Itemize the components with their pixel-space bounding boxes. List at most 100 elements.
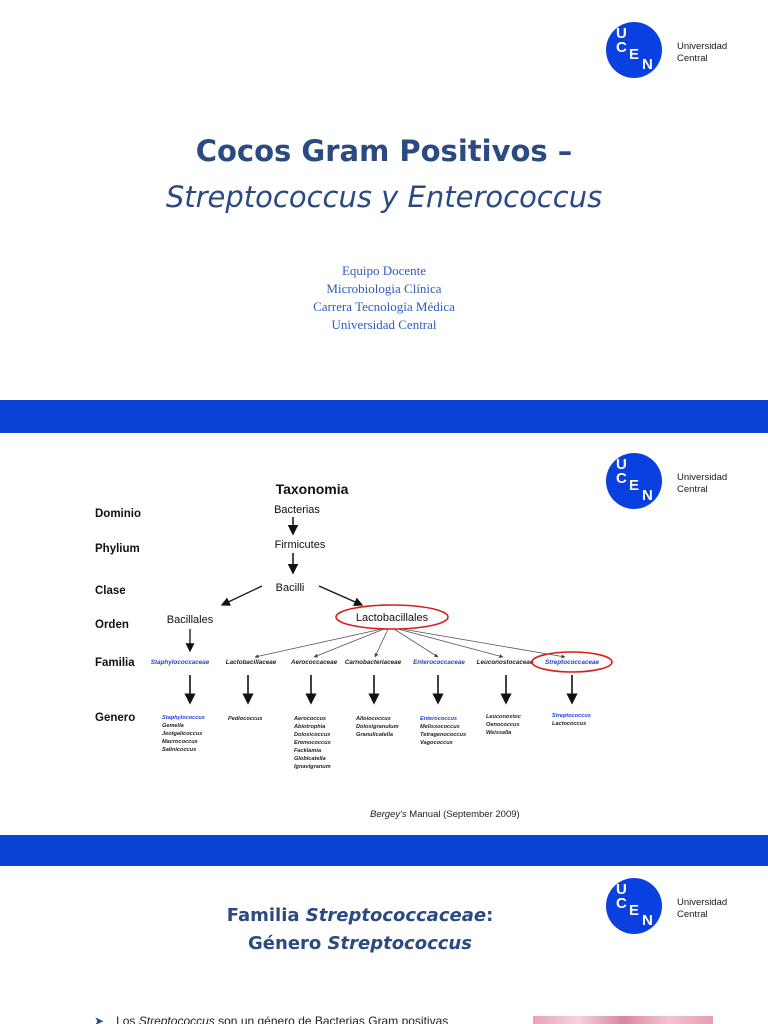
logo-wordmark: Universidad Central xyxy=(677,472,727,495)
node-firmicutes: Firmicutes xyxy=(275,539,326,551)
genus-granulicatella: Granulicatella xyxy=(356,732,393,738)
genus-ignavigranum: Ignavigranum xyxy=(294,764,331,770)
genus-jeotgalicoccus: Jeotgalicoccus xyxy=(162,731,202,737)
logo-letter-n: N xyxy=(642,56,653,73)
title-prefix: Familia xyxy=(226,905,306,926)
genus-eremococcus: Eremococcus xyxy=(294,740,331,746)
logo-letter-c: C xyxy=(616,895,627,912)
title-line-2-italic: Streptococcus xyxy=(327,933,472,954)
rank-label: Familia xyxy=(95,657,135,669)
bullet-arrow-icon: ➤ xyxy=(94,1014,105,1024)
genus-oenococcus: Oenococcus xyxy=(486,722,520,728)
taxonomy-heading: Taxonomia xyxy=(276,481,349,497)
citation: Bergey's Manual (September 2009) xyxy=(370,809,520,820)
genus-aerococcus: Aerococcus xyxy=(293,716,326,722)
genus-weissella: Weissella xyxy=(486,730,511,736)
citation-italic: Bergey's xyxy=(370,809,407,820)
slide-title-main: Cocos Gram Positivos – xyxy=(195,134,573,168)
logo-line-1: Universidad xyxy=(677,472,728,483)
logo-letter-n: N xyxy=(642,912,653,929)
node-bacilli: Bacilli xyxy=(276,582,305,594)
node-bacillales: Bacillales xyxy=(167,614,214,626)
credit-line: Equipo Docente xyxy=(341,263,427,278)
rank-label: Clase xyxy=(95,585,126,597)
title-italic: Streptococcaceae xyxy=(305,905,487,926)
university-logo: U C E N Universidad Central xyxy=(606,878,746,934)
logo-letter-e: E xyxy=(629,477,640,494)
genus-abiotrophia: Abiotrophia xyxy=(293,724,325,730)
streptococcaceae-highlight xyxy=(531,651,613,673)
logo-letter-u: U xyxy=(616,25,627,42)
node-lactobacillales: Lactobacillales xyxy=(356,612,429,624)
lactobacillales-highlight xyxy=(335,604,449,630)
slide-3-title: Familia Streptococcaceae: Género Strepto… xyxy=(0,902,720,958)
logo-line-2: Central xyxy=(677,908,708,920)
genus-facklamia: Facklamia xyxy=(294,748,321,754)
logo-letter-c: C xyxy=(616,39,627,56)
genus-dolosicoccus: Dolosicoccus xyxy=(294,732,330,738)
logo-circle: U C E N xyxy=(606,453,662,509)
slide-title: U C E N Universidad Central Cocos Gram P… xyxy=(0,0,768,400)
genus-staphylococcus: Staphylococcus xyxy=(162,715,205,721)
credit-line: Microbiologia Clínica xyxy=(326,281,442,296)
bullet-item: ➤ Los Streptococcus son un género de Bact… xyxy=(94,1014,448,1024)
rank-label: Phylium xyxy=(95,543,140,555)
credit-line: Carrera Tecnología Médica xyxy=(313,299,455,314)
logo-wordmark: Universidad Central xyxy=(677,41,727,64)
genus-vagococcus: Vagococcus xyxy=(420,740,453,746)
genus-tetragenococcus: Tetragenococcus xyxy=(420,732,466,738)
logo-letter-n: N xyxy=(642,487,653,504)
title-line-2: Género Streptococcus xyxy=(0,930,720,958)
logo-letter-u: U xyxy=(616,881,627,898)
genus-gemella: Gemella xyxy=(162,723,184,729)
slide-familia: U C E N Universidad Central Familia Stre… xyxy=(0,866,768,1024)
genus-macrococcus: Macrococcus xyxy=(162,739,198,745)
title-line-2-prefix: Género xyxy=(248,933,328,954)
rank-label: Genero xyxy=(95,712,135,724)
genus-melissococcus: Melissococcus xyxy=(420,724,460,730)
credits: Equipo Docente Microbiologia Clínica Car… xyxy=(0,262,768,334)
logo-letter-c: C xyxy=(616,470,627,487)
logo-line-2: Central xyxy=(677,52,708,64)
genus-pediococcus: Pediococcus xyxy=(228,716,263,722)
genus-alloiococcus: Alloiococcus xyxy=(355,716,391,722)
logo-circle: U C E N xyxy=(606,878,662,934)
slide-title-subtitle: Streptococcus y Enterococcus xyxy=(165,180,603,214)
bullet-rest: son un género de Bacterias Gram positiva… xyxy=(214,1014,449,1024)
logo-letter-u: U xyxy=(616,456,627,473)
slide-divider xyxy=(0,400,768,433)
citation-rest: Manual (September 2009) xyxy=(407,809,520,820)
logo-line-1: Universidad xyxy=(677,897,728,908)
genus-salinicoccus: Salinicoccus xyxy=(162,747,196,753)
rank-label: Dominio xyxy=(95,508,141,520)
genus-dolosigranulum: Dolosigranulum xyxy=(356,724,399,730)
slide-divider xyxy=(0,835,768,868)
logo-letter-e: E xyxy=(629,902,640,919)
genus-leuconostoc: Leuconostoc xyxy=(486,714,522,720)
logo-circle: U C E N xyxy=(606,22,662,78)
family-lactobacillaceae: Lactobacillaceae xyxy=(226,659,277,666)
family-aerococcaceae: Aerococcaceae xyxy=(290,659,338,666)
university-logo: U C E N Universidad Central xyxy=(606,453,746,509)
bacteria-photo xyxy=(533,1016,713,1024)
taxonomy-diagram: Taxonomia Dominio Phylium Clase Orden Fa… xyxy=(95,481,613,820)
credit-line: Universidad Central xyxy=(331,317,437,332)
logo-wordmark: Universidad Central xyxy=(677,897,727,920)
slide-taxonomy: U C E N Universidad Central Taxonomia Do… xyxy=(0,433,768,835)
title-line-1: Familia Streptococcaceae: xyxy=(0,902,720,930)
university-logo: U C E N Universidad Central xyxy=(606,22,746,78)
family-staphylococcaceae: Staphylococcaceae xyxy=(151,659,210,666)
bullet-italic: Streptococcus xyxy=(138,1014,215,1024)
family-streptococcaceae: Streptococcaceae xyxy=(545,659,599,666)
logo-line-2: Central xyxy=(677,483,708,495)
genus-enterococcus: Enterococcus xyxy=(420,716,457,722)
title-suffix: : xyxy=(486,905,494,926)
genus-streptococcus: Streptococcus xyxy=(552,713,591,719)
family-leuconostocaceae: Leuconostocaceae xyxy=(477,659,534,666)
bullet-prefix: Los xyxy=(116,1014,139,1024)
node-bacterias: Bacterias xyxy=(274,504,320,516)
genus-globicatella: Globicatella xyxy=(294,756,326,762)
family-enterococcaceae: Enterococcaceae xyxy=(413,659,465,666)
logo-letter-e: E xyxy=(629,46,640,63)
family-carnobacteriaceae: Carnobacteriaceae xyxy=(345,659,402,666)
